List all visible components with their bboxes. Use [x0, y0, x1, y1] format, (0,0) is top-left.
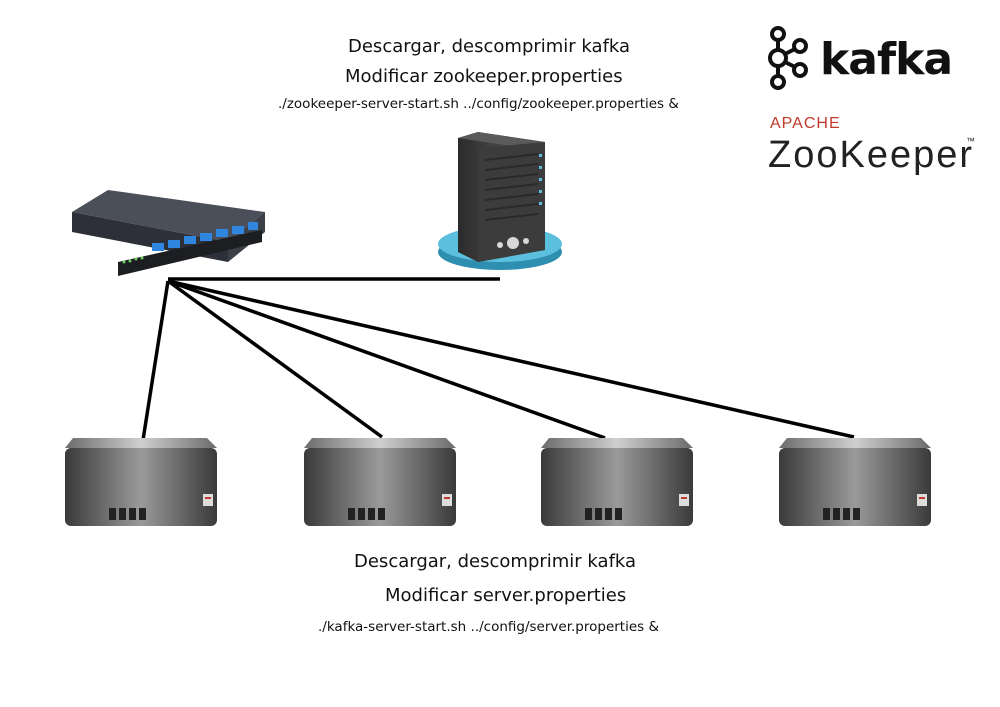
zookeeper-step-download: Descargar, descomprimir kafka — [348, 36, 631, 57]
kafka-broker-1-icon — [65, 438, 217, 526]
kafka-logo-icon — [768, 26, 808, 90]
zookeeper-start-command: ./zookeeper-server-start.sh ../config/zo… — [278, 96, 679, 112]
link-broker-2 — [166, 279, 384, 439]
apache-logo-text: APACHE — [770, 115, 841, 132]
trademark-mark: ™ — [966, 136, 975, 146]
kafka-step-modify: Modificar server.properties — [385, 585, 627, 606]
link-broker-4 — [167, 279, 855, 439]
kafka-broker-3-icon — [541, 438, 693, 526]
network-switch-icon — [72, 190, 265, 276]
kafka-broker-4-icon — [779, 438, 931, 526]
kafka-logo-text: kafka — [820, 34, 953, 85]
kafka-step-download: Descargar, descomprimir kafka — [354, 551, 637, 572]
kafka-start-command: ./kafka-server-start.sh ../config/server… — [318, 619, 660, 635]
link-broker-1 — [141, 280, 170, 441]
connections — [141, 277, 855, 441]
zookeeper-step-modify: Modificar zookeeper.properties — [345, 66, 623, 87]
link-broker-3 — [167, 279, 606, 440]
kafka-broker-2-icon — [304, 438, 456, 526]
zookeeper-logo-text: ZooKeeper — [768, 134, 975, 176]
zookeeper-server-icon — [438, 132, 562, 270]
